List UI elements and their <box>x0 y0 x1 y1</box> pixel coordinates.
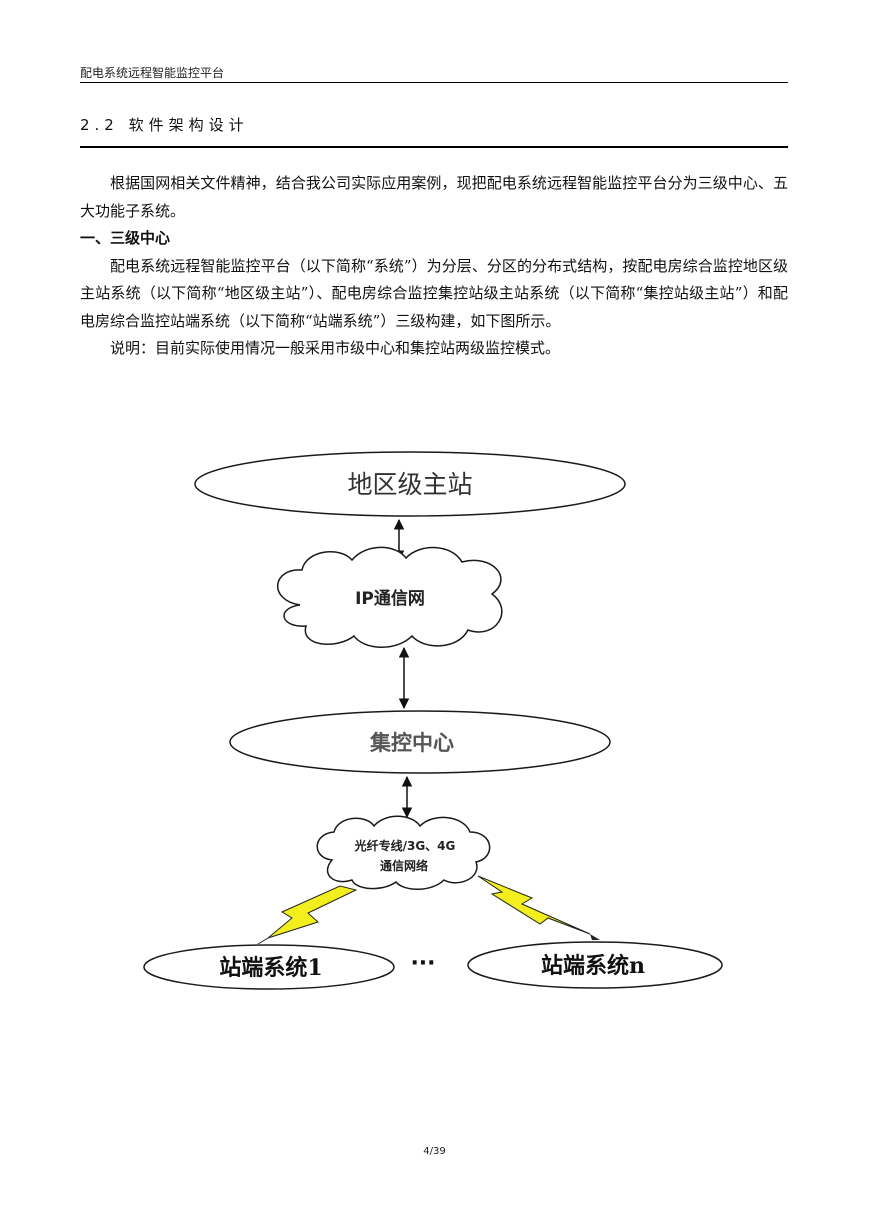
regional-master-label: 地区级主站 <box>347 470 472 499</box>
header-divider <box>80 82 788 83</box>
heading-three-level-center: 一、三级中心 <box>80 229 171 247</box>
intro-paragraph: 根据国网相关文件精神，结合我公司实际应用案例，现把配电系统远程智能监控平台分为三… <box>80 174 788 220</box>
regional-master-ellipse <box>194 451 626 517</box>
lightning-left-stem <box>257 937 269 945</box>
structure-paragraph: 配电系统远程智能监控平台（以下简称“系统”）为分层、分区的分布式结构，按配电房综… <box>80 256 788 330</box>
station-n-ellipse <box>467 941 723 989</box>
fiber-network-cloud <box>316 815 491 890</box>
section-title: 2.2 软件架构设计 <box>80 116 249 134</box>
lightning-right <box>477 875 591 935</box>
control-center-ellipse <box>229 710 611 774</box>
fiber-network-label-line2: 通信网络 <box>380 858 428 873</box>
page-number: 4/39 <box>423 1146 446 1157</box>
ip-network-label: IP通信网 <box>355 588 425 609</box>
fiber-network-label-line1: 光纤专线/3G、4G <box>354 838 456 853</box>
lightning-left <box>267 885 358 939</box>
station-n-label: 站端系统n <box>541 953 645 979</box>
page-header: 配电系统远程智能监控平台 <box>80 66 225 80</box>
architecture-diagram: 地区级主站 IP通信网 集控中心 光纤专线/3G、4G 通信网络 站端系统1 ·… <box>143 451 723 990</box>
station-1-ellipse <box>143 944 395 990</box>
control-center-label: 集控中心 <box>369 731 454 755</box>
body-text: 根据国网相关文件精神，结合我公司实际应用案例，现把配电系统远程智能监控平台分为三… <box>80 170 788 363</box>
station-ellipsis: ··· <box>410 951 435 976</box>
lightning-right-tip <box>590 934 600 940</box>
station-1-label: 站端系统1 <box>219 955 322 981</box>
section-divider <box>80 146 788 148</box>
note-paragraph: 说明：目前实际使用情况一般采用市级中心和集控站两级监控模式。 <box>110 339 561 357</box>
ip-network-cloud <box>277 546 503 648</box>
